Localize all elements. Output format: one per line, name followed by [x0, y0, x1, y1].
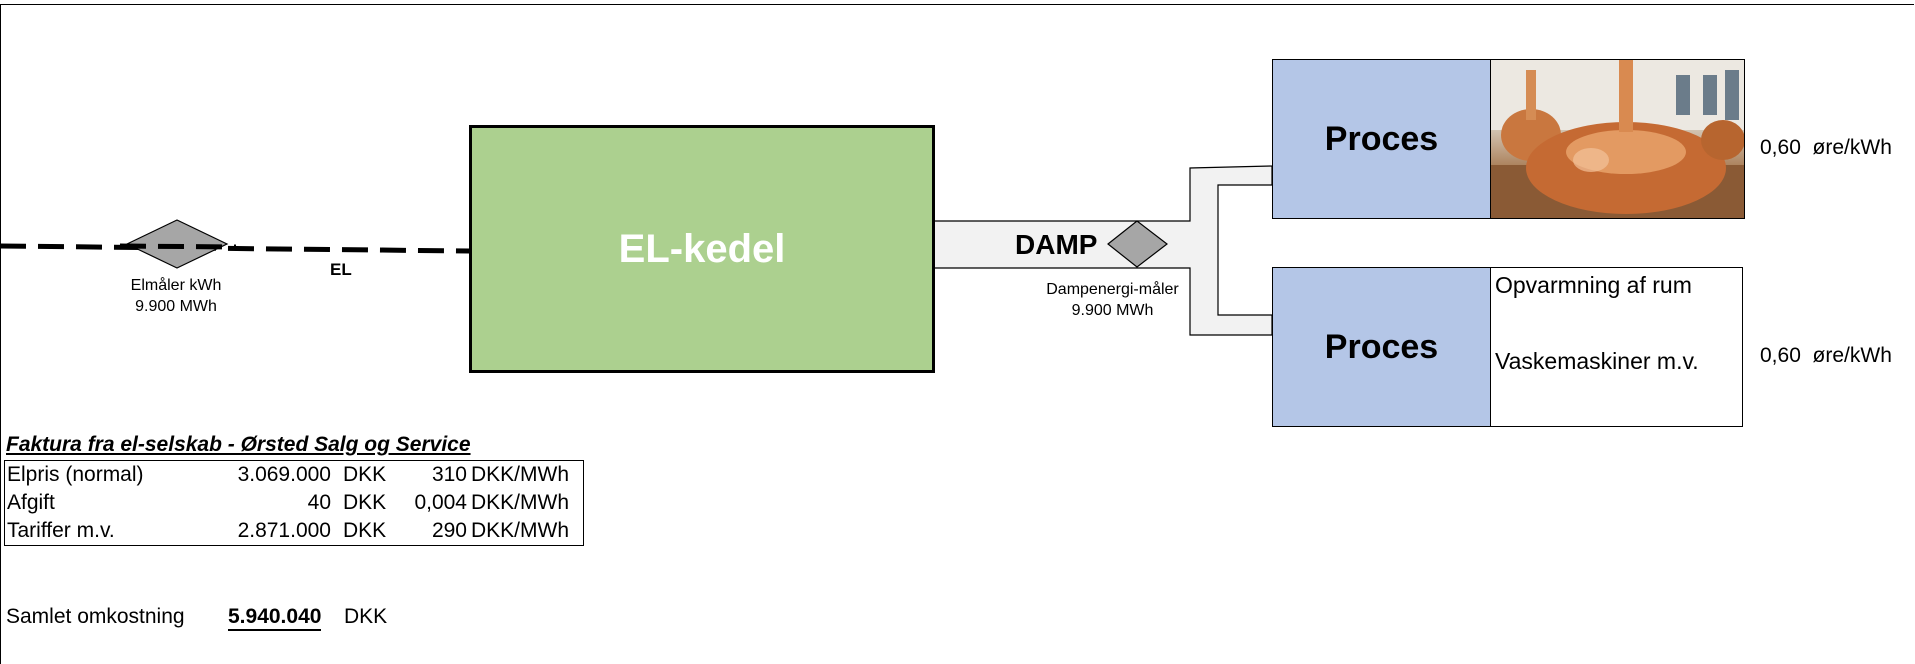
el-meter-value: 9.900 MWh — [135, 298, 217, 315]
el-boiler-box: EL-kedel — [469, 125, 935, 373]
process-bottom-price: 0,60 øre/kWh — [1760, 344, 1892, 368]
invoice-table: Elpris (normal) 3.069.000 DKK 310 DKK/MW… — [4, 460, 584, 546]
invoice-row-amount: 3.069.000 — [237, 463, 331, 486]
invoice-row-rate: 0,004 — [414, 491, 467, 514]
el-line-label: EL — [330, 260, 352, 279]
invoice-title: Faktura fra el-selskab - Ørsted Salg og … — [6, 433, 471, 456]
use-washing-machines: Vaskemaskiner m.v. — [1495, 348, 1699, 374]
invoice-row-rate-unit: DKK/MWh — [471, 463, 570, 486]
invoice-row-currency: DKK — [343, 519, 387, 542]
process-bottom-box: Proces — [1272, 267, 1491, 427]
invoice-row-rate-unit: DKK/MWh — [471, 519, 570, 542]
steam-meter-readout: Dampenergi-måler 9.900 MWh — [1030, 279, 1195, 321]
invoice-row: Tariffer m.v. 2.871.000 DKK 290 DKK/MWh — [5, 517, 584, 546]
invoice-row-label: Tariffer m.v. — [7, 519, 115, 542]
brewery-kettle-photo — [1490, 59, 1745, 219]
total-cost-value: 5.940.040 — [228, 605, 322, 631]
process-top-price-value: 0,60 — [1760, 136, 1801, 159]
process-bottom-price-unit: øre/kWh — [1812, 344, 1892, 367]
steam-pipe-main — [933, 165, 1273, 336]
invoice-row-rate: 290 — [431, 519, 467, 542]
brewery-kettle-illustration — [1491, 60, 1744, 218]
invoice-row-amount: 40 — [307, 491, 331, 514]
invoice-row-label: Afgift — [7, 491, 55, 514]
steam-meter-label: Dampenergi-måler — [1046, 281, 1179, 298]
steam-meter-diamond — [1107, 220, 1168, 268]
invoice-row: Afgift 40 DKK 0,004 DKK/MWh — [5, 489, 584, 517]
process-top-price: 0,60 øre/kWh — [1760, 136, 1892, 160]
process-top-box: Proces — [1272, 59, 1491, 219]
invoice-row-label: Elpris (normal) — [7, 463, 144, 486]
steam-label: DAMP — [1015, 229, 1098, 260]
invoice-row-amount: 2.871.000 — [237, 519, 331, 542]
total-cost-label: Samlet omkostning — [6, 605, 185, 628]
invoice-row-currency: DKK — [343, 463, 387, 486]
el-meter-readout: Elmåler kWh 9.900 MWh — [100, 275, 252, 317]
sheet-frame — [0, 4, 1914, 664]
total-cost-currency: DKK — [344, 605, 388, 628]
steam-meter-value: 9.900 MWh — [1071, 302, 1154, 319]
process-top-price-unit: øre/kWh — [1812, 136, 1892, 159]
process-bottom-uses: Opvarmning af rum Vaskemaskiner m.v. — [1490, 267, 1743, 427]
invoice-row-currency: DKK — [343, 491, 387, 514]
el-meter-label: Elmåler kWh — [130, 277, 222, 294]
invoice-row: Elpris (normal) 3.069.000 DKK 310 DKK/MW… — [5, 461, 584, 490]
invoice-row-rate-unit: DKK/MWh — [471, 491, 570, 514]
invoice-row-rate: 310 — [431, 463, 467, 486]
el-supply-line-over-meter — [119, 243, 237, 250]
process-bottom-price-value: 0,60 — [1760, 344, 1801, 367]
use-space-heating: Opvarmning af rum — [1495, 272, 1692, 298]
